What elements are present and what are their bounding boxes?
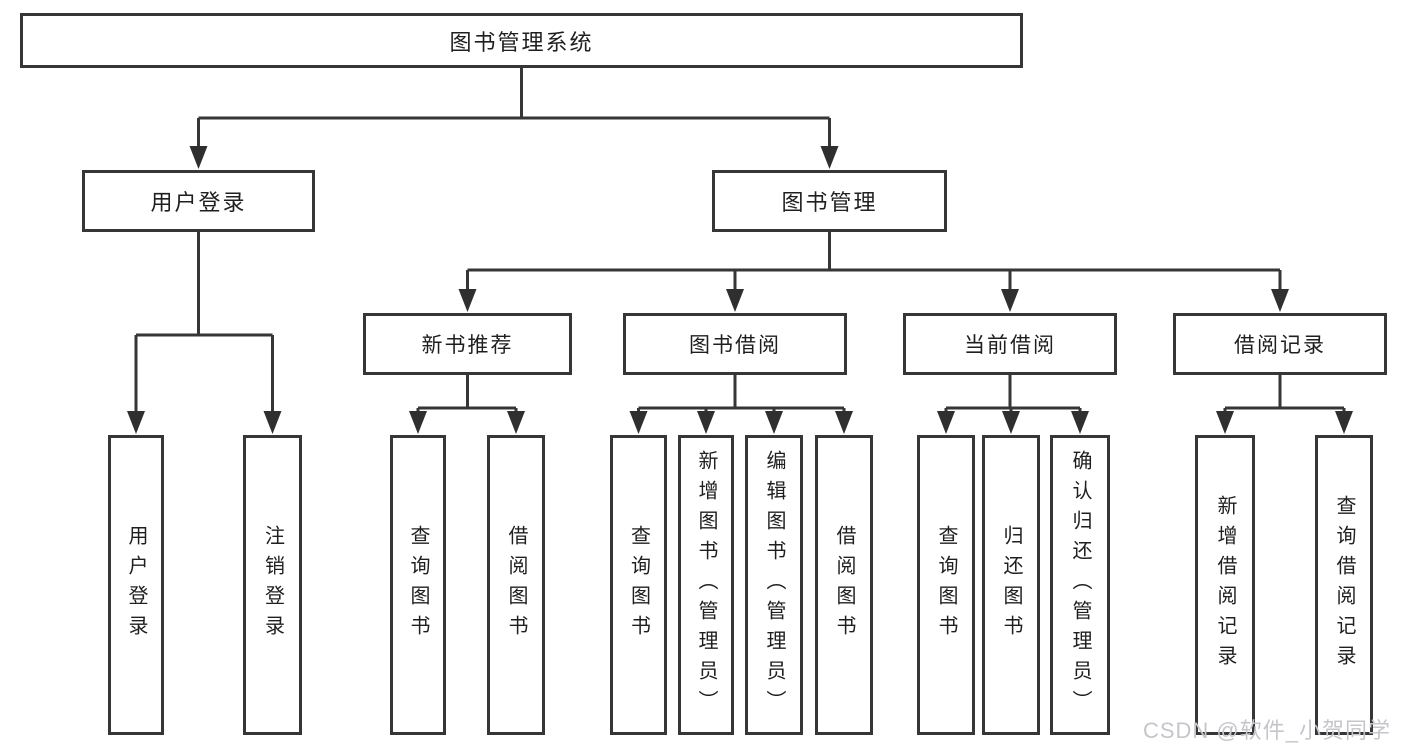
arrow-icon bbox=[409, 411, 427, 434]
leaf-return-books: 归还图书 bbox=[982, 435, 1040, 735]
leaf-label: 用户登录 bbox=[125, 525, 147, 645]
arrow-icon bbox=[697, 411, 715, 434]
leaf-add-book-admin: 新增图书（管理员） bbox=[678, 435, 734, 735]
leaf-label: 借阅图书 bbox=[833, 525, 855, 645]
arrow-icon bbox=[127, 411, 145, 434]
node-new-book-recommendation: 新书推荐 bbox=[363, 313, 572, 375]
arrow-icon bbox=[765, 411, 783, 434]
leaf-label: 查询图书 bbox=[627, 525, 650, 645]
leaf-borrow-books-recommend: 借阅图书 bbox=[487, 435, 545, 735]
leaf-label: 编辑图书（管理员） bbox=[763, 450, 785, 720]
arrow-icon bbox=[820, 146, 839, 169]
leaf-query-books-borrow: 查询图书 bbox=[610, 435, 667, 735]
arrow-icon bbox=[937, 411, 955, 434]
arrow-icon bbox=[507, 411, 525, 434]
leaf-label: 查询借阅记录 bbox=[1333, 495, 1355, 675]
node-book-management: 图书管理 bbox=[712, 170, 947, 232]
leaf-user-login: 用户登录 bbox=[108, 435, 164, 735]
leaf-logout-login: 注销登录 bbox=[243, 435, 302, 735]
node-borrowing-records: 借阅记录 bbox=[1173, 313, 1387, 375]
leaf-label: 归还图书 bbox=[1000, 525, 1022, 645]
node-current-borrowing: 当前借阅 bbox=[903, 313, 1117, 375]
leaf-label: 新增借阅记录 bbox=[1214, 495, 1236, 675]
leaf-query-books-recommend: 查询图书 bbox=[390, 435, 446, 735]
arrow-icon bbox=[1216, 411, 1234, 434]
arrow-icon bbox=[835, 411, 853, 434]
watermark: CSDN @软件_小贺同学 bbox=[1142, 718, 1391, 743]
leaf-label: 新增图书（管理员） bbox=[695, 450, 717, 720]
arrow-icon bbox=[263, 411, 282, 434]
arrow-icon bbox=[629, 411, 648, 434]
arrow-icon bbox=[1335, 411, 1353, 434]
leaf-query-borrow-record: 查询借阅记录 bbox=[1315, 435, 1373, 735]
node-library-management-system: 图书管理系统 bbox=[20, 13, 1023, 68]
node-book-borrowing: 图书借阅 bbox=[623, 313, 847, 375]
leaf-label: 查询图书 bbox=[935, 525, 957, 645]
leaf-edit-book-admin: 编辑图书（管理员） bbox=[745, 435, 803, 735]
leaf-add-borrow-record: 新增借阅记录 bbox=[1195, 435, 1255, 735]
leaf-label: 查询图书 bbox=[407, 525, 429, 645]
leaf-label: 确认归还（管理员） bbox=[1069, 450, 1091, 720]
arrow-icon bbox=[458, 289, 477, 312]
leaf-borrow-books: 借阅图书 bbox=[815, 435, 873, 735]
arrow-icon bbox=[1002, 411, 1020, 434]
node-user-login: 用户登录 bbox=[82, 170, 315, 232]
arrow-icon bbox=[1271, 289, 1289, 312]
arrow-icon bbox=[189, 146, 208, 169]
arrow-icon bbox=[726, 289, 744, 312]
leaf-label: 借阅图书 bbox=[505, 525, 527, 645]
arrow-icon bbox=[1071, 411, 1089, 434]
leaf-query-books-current: 查询图书 bbox=[917, 435, 975, 735]
leaf-confirm-return-admin: 确认归还（管理员） bbox=[1050, 435, 1110, 735]
arrow-icon bbox=[1001, 289, 1019, 312]
leaf-label: 注销登录 bbox=[261, 525, 284, 645]
